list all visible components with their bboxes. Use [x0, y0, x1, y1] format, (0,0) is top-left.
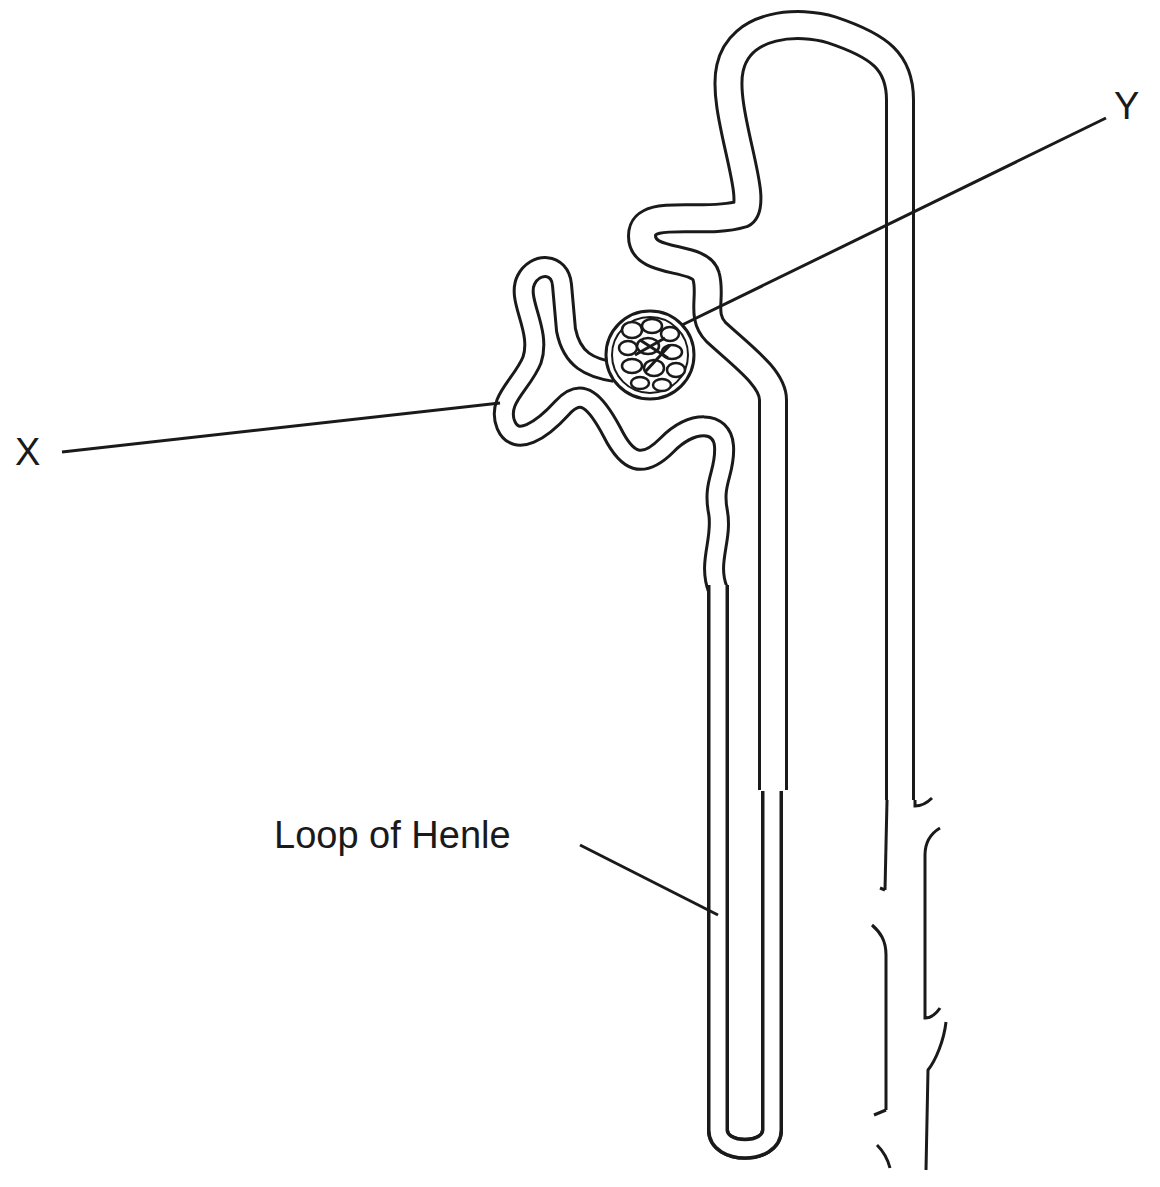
- callout-letter: Y: [1114, 87, 1139, 125]
- leader-line: [62, 118, 1106, 915]
- collecting-duct: [872, 798, 946, 1170]
- nephron-tubule: [504, 25, 900, 1149]
- part-label: Loop of Henle: [274, 816, 511, 854]
- glomerulus: [606, 311, 694, 399]
- callout-letter: X: [15, 433, 40, 471]
